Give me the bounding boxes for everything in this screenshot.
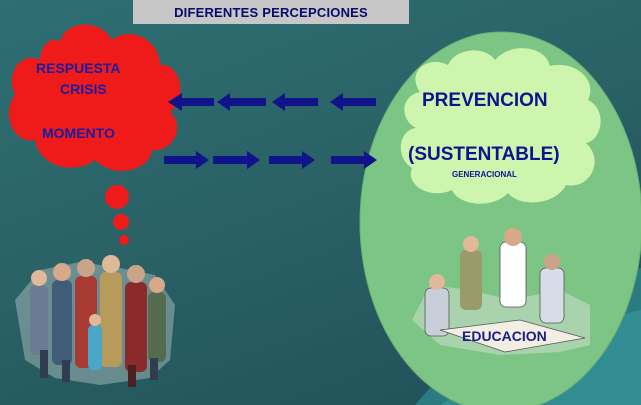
left-cloud-line2: CRISIS bbox=[60, 81, 107, 97]
prevention-cloud bbox=[400, 48, 601, 204]
meeting-clipart-icon bbox=[412, 228, 590, 355]
page-title: DIFERENTES PERCEPCIONES bbox=[133, 0, 409, 24]
arrow-left-icon bbox=[168, 93, 376, 111]
thinking-cloud-icon bbox=[8, 24, 181, 245]
crowd-clipart-icon bbox=[15, 255, 175, 387]
right-cloud-line2: (SUSTENTABLE) bbox=[408, 144, 560, 165]
left-cloud-line3: MOMENTO bbox=[42, 125, 115, 141]
right-cloud-line1: PREVENCION bbox=[422, 90, 548, 111]
education-label: EDUCACION bbox=[462, 328, 547, 344]
left-cloud-line1: RESPUESTA bbox=[36, 60, 121, 76]
arrow-right-icon bbox=[164, 151, 377, 169]
right-cloud-line3: GENERACIONAL bbox=[452, 170, 517, 179]
